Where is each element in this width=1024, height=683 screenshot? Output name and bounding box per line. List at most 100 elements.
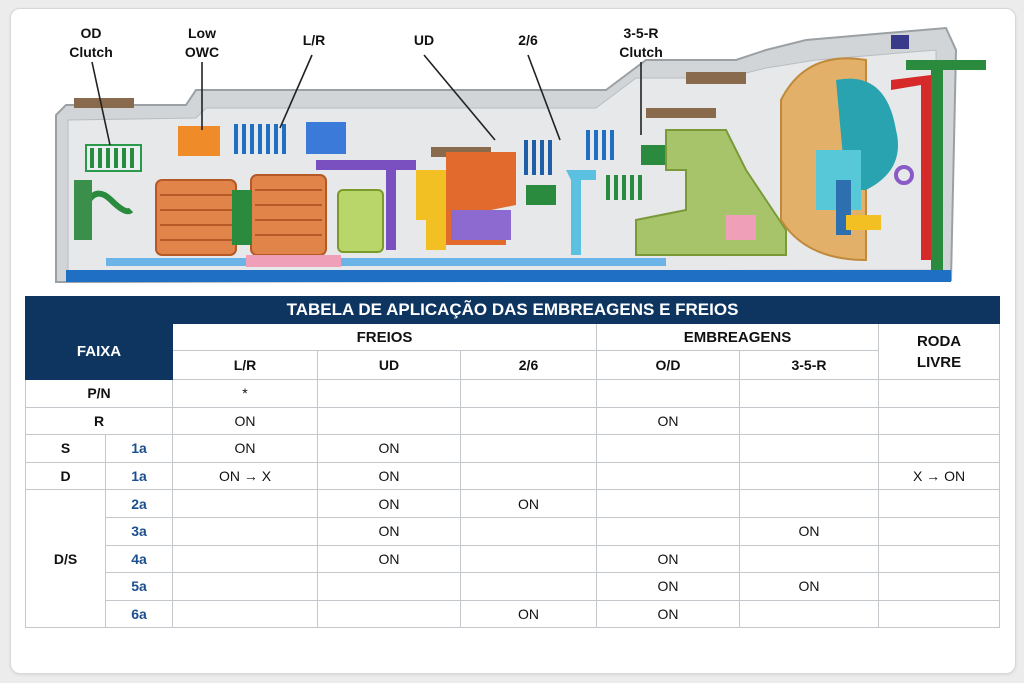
cell-lr: ON xyxy=(172,406,318,436)
cell-od xyxy=(596,461,740,491)
gear-cell: 6a xyxy=(105,599,173,629)
low-owc-block xyxy=(178,126,220,156)
cell-roda-livre xyxy=(877,489,1001,518)
application-table: TABELA DE APLICAÇÃO DAS EMBREAGENS E FRE… xyxy=(24,296,1001,629)
cell-lr: ON → X xyxy=(172,461,318,491)
cell-roda-livre: X → ON xyxy=(877,461,1001,491)
cell-roda-livre xyxy=(877,599,1001,629)
label-3-5-r-clutch: 3-5-R Clutch xyxy=(614,24,668,62)
cell-roda-livre xyxy=(877,544,1001,574)
cell-ud xyxy=(317,379,461,408)
converter-purple-ring xyxy=(894,165,914,185)
cell-lr xyxy=(172,544,318,574)
cell-lr xyxy=(172,572,318,601)
cell-ud: ON xyxy=(317,516,461,546)
cell-2-6: ON xyxy=(460,489,597,518)
cell-ud xyxy=(317,599,461,629)
bolt-mid xyxy=(646,108,716,118)
bolt-left xyxy=(74,98,134,108)
cyan-passage xyxy=(566,170,596,255)
converter-green-shell xyxy=(931,60,943,270)
cell-2-6 xyxy=(460,572,597,601)
lr-piston xyxy=(306,122,346,154)
converter-top-block xyxy=(891,35,909,49)
cell-roda-livre xyxy=(877,379,1001,408)
label-c35r-line2: Clutch xyxy=(619,44,663,60)
col-header-3-5-r: 3-5-R xyxy=(739,350,879,380)
cell-ud: ON xyxy=(317,544,461,574)
table-row: 4a ON ON xyxy=(26,544,1001,574)
c35r-lower-pack xyxy=(606,175,642,200)
gear-cell: 1a xyxy=(105,461,173,491)
cell-od xyxy=(596,489,740,518)
green-hub-left xyxy=(232,190,252,245)
roda-livre-header: RODA LIVRE xyxy=(877,323,1001,380)
purple-drum xyxy=(316,160,416,250)
bolt-right xyxy=(686,72,746,84)
label-2-6: 2/6 xyxy=(518,32,538,48)
cell-od xyxy=(596,434,740,463)
main-shaft xyxy=(66,270,951,282)
table-row: R ON ON xyxy=(25,406,1001,436)
cell-lr: * xyxy=(172,379,318,408)
converter-hub-bolt xyxy=(846,215,881,230)
cell-2-6 xyxy=(460,406,597,436)
gear-cell: 2a xyxy=(105,489,173,518)
col-header-od: O/D xyxy=(596,350,740,380)
cell-3-5-r xyxy=(739,379,879,408)
lr-brake-pack xyxy=(234,124,286,154)
table-row: D/S 2a ON ON xyxy=(25,489,1001,629)
cell-3-5-r: ON xyxy=(739,572,879,601)
cell-od: ON xyxy=(596,572,740,601)
cell-3-5-r xyxy=(739,599,879,629)
cell-3-5-r xyxy=(739,489,879,518)
label-od-clutch: OD Clutch xyxy=(67,24,115,62)
gear-cell: 3a xyxy=(105,516,173,546)
embreagens-header: EMBREAGENS xyxy=(596,323,879,351)
cell-3-5-r xyxy=(739,461,879,491)
cell-lr xyxy=(172,599,318,629)
roda-livre-line1: RODA xyxy=(916,332,962,350)
range-cell: D xyxy=(25,461,106,491)
cell-od: ON xyxy=(596,406,740,436)
faixa-header: FAIXA xyxy=(25,323,173,380)
ud-purple-plate xyxy=(451,210,511,240)
cell-2-6 xyxy=(460,434,597,463)
roda-livre-line2: LIVRE xyxy=(916,353,962,371)
cell-ud: ON xyxy=(317,434,461,463)
cell-2-6 xyxy=(460,461,597,491)
cell-ud: ON xyxy=(317,489,461,518)
c35r-green-piston xyxy=(641,145,671,165)
pink-carrier xyxy=(246,255,341,267)
table-title: TABELA DE APLICAÇÃO DAS EMBREAGENS E FRE… xyxy=(24,296,1001,324)
range-cell: S xyxy=(25,434,106,463)
b26-brake-pack xyxy=(524,140,552,175)
cell-ud xyxy=(317,406,461,436)
cell-roda-livre xyxy=(877,406,1001,436)
range-cell: R xyxy=(25,406,173,436)
table-row: 3a ON ON xyxy=(26,516,1001,546)
label-lr: L/R xyxy=(302,32,326,48)
pink-block xyxy=(726,215,756,240)
label-low-owc: Low OWC xyxy=(181,24,223,62)
cell-3-5-r xyxy=(739,544,879,574)
cell-od xyxy=(596,379,740,408)
od-clutch-pack xyxy=(74,144,142,240)
cell-od: ON xyxy=(596,599,740,629)
cell-3-5-r xyxy=(739,406,879,436)
b26-green-spring xyxy=(526,185,556,205)
col-header-ud: UD xyxy=(317,350,461,380)
cell-ud: ON xyxy=(317,461,461,491)
gear-cell: 4a xyxy=(105,544,173,574)
cell-3-5-r xyxy=(739,434,879,463)
range-cell: D/S xyxy=(25,489,106,629)
cell-lr xyxy=(172,489,318,518)
shaft-inner xyxy=(106,258,666,266)
cell-lr xyxy=(172,516,318,546)
leader-lines xyxy=(91,54,642,146)
range-cell: P/N xyxy=(25,379,173,408)
cell-2-6: ON xyxy=(460,599,597,629)
ud-hub-base xyxy=(426,220,446,250)
cell-roda-livre xyxy=(877,434,1001,463)
table-row: D 1a ON → X ON X → ON xyxy=(25,461,1001,491)
